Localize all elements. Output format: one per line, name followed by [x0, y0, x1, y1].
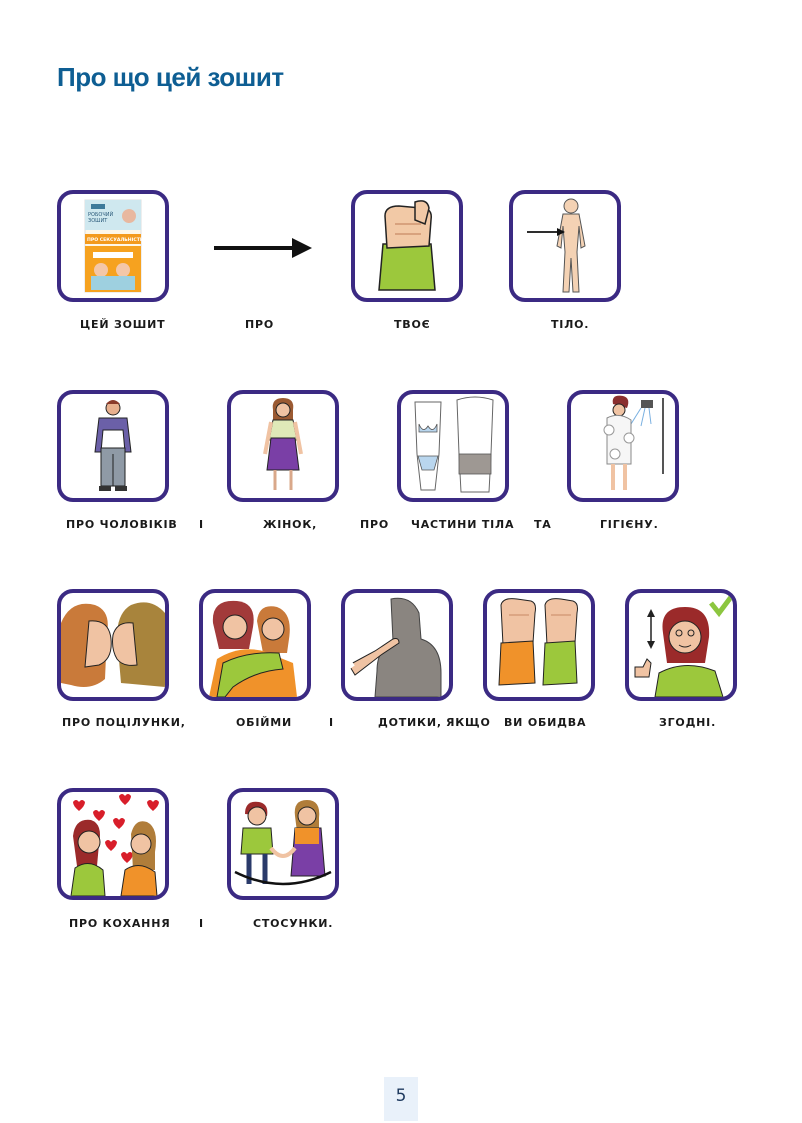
arrow-right-icon: [214, 238, 312, 258]
pictogram-notebook-cover: РОБОЧИЙ ЗОШИТ ПРО СЕКСУАЛЬНІСТЬ: [57, 190, 169, 302]
pictogram-love: [57, 788, 169, 900]
pictogram-your-own: [351, 190, 463, 302]
caption-word: ТА: [534, 518, 552, 531]
pictogram-hygiene: [567, 390, 679, 502]
pictogram-touching: [341, 589, 453, 701]
caption-word: ЯКЩО: [446, 716, 491, 729]
page-number: 5: [384, 1077, 418, 1121]
caption-word: І: [329, 716, 334, 729]
caption-word: ЖІНОК,: [263, 518, 318, 531]
pictogram-body: [509, 190, 621, 302]
caption-word: СТОСУНКИ.: [253, 917, 334, 930]
caption-word: І: [199, 917, 204, 930]
pictogram-hugging: [199, 589, 311, 701]
pictogram-body-parts: [397, 390, 509, 502]
caption-word: ПРО ЧОЛОВІКІВ: [66, 518, 178, 531]
caption-word: ТВОЄ: [394, 318, 431, 331]
pictogram-agree: [625, 589, 737, 701]
svg-text:ПРО СЕКСУАЛЬНІСТЬ: ПРО СЕКСУАЛЬНІСТЬ: [87, 237, 144, 243]
caption-word: ТІЛО.: [551, 318, 590, 331]
pictogram-kissing: [57, 589, 169, 701]
page-title: Про що цей зошит: [57, 62, 284, 92]
pictogram-both: [483, 589, 595, 701]
caption-word: ДОТИКИ,: [378, 716, 442, 729]
caption-word: ОБІЙМИ: [236, 716, 292, 729]
caption-word: ПРО КОХАННЯ: [69, 917, 171, 930]
pictogram-man: [57, 390, 169, 502]
caption-word: І: [199, 518, 204, 531]
caption-word: ЗГОДНІ.: [659, 716, 717, 729]
caption-word: ПРО: [245, 318, 275, 331]
pictogram-woman: [227, 390, 339, 502]
caption-word: ПРО: [360, 518, 390, 531]
caption-word: ЦЕЙ ЗОШИТ: [80, 318, 166, 331]
caption-word: ВИ ОБИДВА: [504, 716, 587, 729]
svg-text:РОБОЧИЙ: РОБОЧИЙ: [88, 211, 113, 218]
caption-word: ЧАСТИНИ ТІЛА: [411, 518, 515, 531]
pictogram-relationship: [227, 788, 339, 900]
svg-text:ЗОШИТ: ЗОШИТ: [88, 218, 108, 224]
caption-word: ПРО ПОЦІЛУНКИ,: [62, 716, 186, 729]
caption-word: ГІГІЄНУ.: [600, 518, 659, 531]
